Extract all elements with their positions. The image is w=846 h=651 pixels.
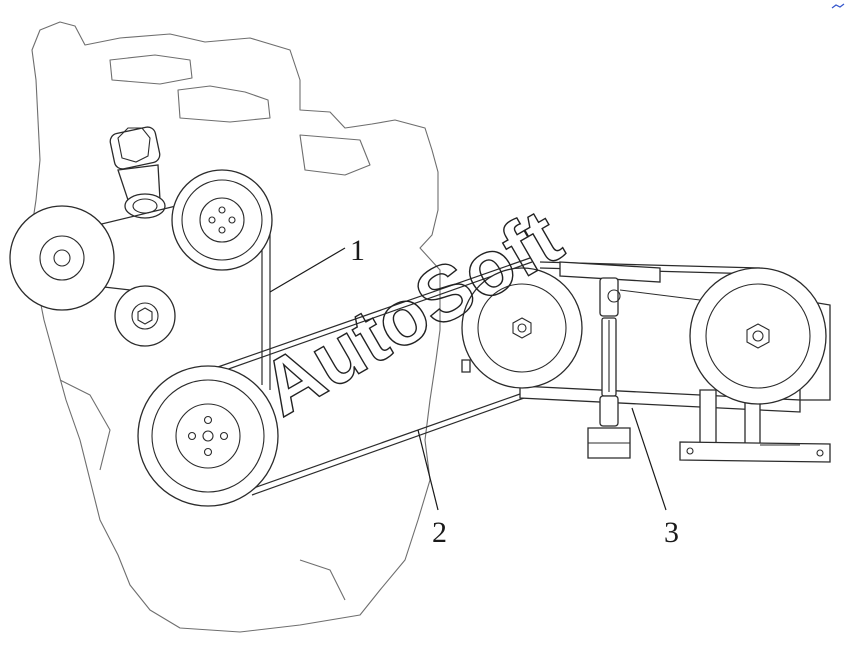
upper-pulley [171,169,273,271]
tensioner-pulley [114,285,176,347]
leader-line-3 [631,407,667,511]
fan-hub [109,126,166,219]
compressor-drive-pulley [461,267,583,389]
crankshaft-pulley [137,365,279,507]
leader-line-1 [269,247,346,293]
callout-1: 1 [350,234,365,267]
callout-2: 2 [432,516,447,549]
engine-block-outline [29,21,441,633]
left-idler-pulley [9,205,115,311]
belt-2 [214,257,533,496]
tension-rod-assembly [587,277,631,459]
compressor-pulley [689,267,827,405]
corner-mark [831,3,845,9]
callout-3: 3 [664,516,679,549]
leader-line-2 [417,429,439,511]
